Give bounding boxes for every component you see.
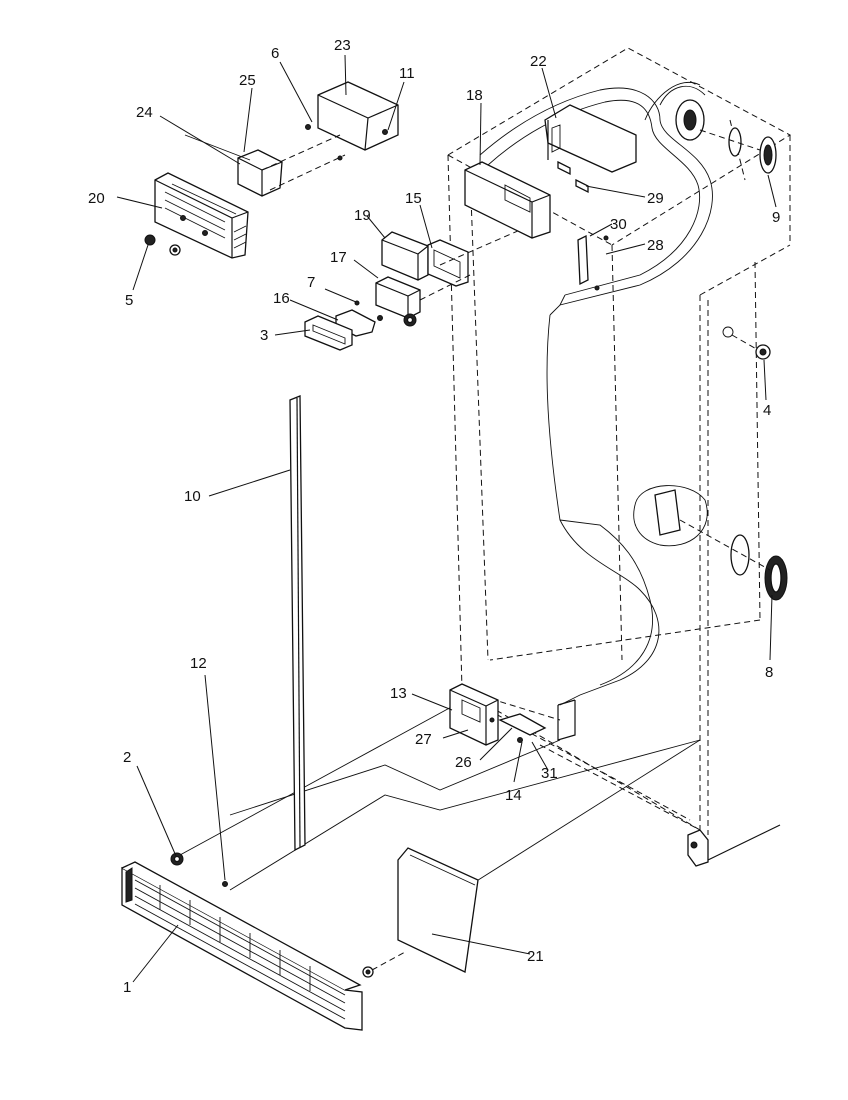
upper-right-brackets	[464, 104, 637, 291]
wire-harness	[479, 81, 713, 706]
label-part-17: 17	[330, 249, 347, 266]
label-part-13: 13	[390, 685, 407, 702]
label-part-21: 21	[527, 948, 544, 965]
part-5-knob	[144, 234, 181, 256]
lower-duct-lines	[179, 699, 701, 891]
center-dispenser-parts	[304, 229, 521, 351]
label-part-12: 12	[190, 655, 207, 672]
label-part-3: 3	[260, 327, 268, 344]
part-20-dispenser-cover	[154, 172, 249, 259]
label-part-16: 16	[273, 290, 290, 307]
label-part-1: 1	[123, 979, 131, 996]
label-part-29: 29	[647, 190, 664, 207]
label-part-5: 5	[125, 292, 133, 309]
part-labels: 1 2 3 4 5 6 7 8 9 10 11 12 13 14 15 16 1…	[88, 37, 780, 996]
label-part-26: 26	[455, 754, 472, 771]
leader-lines	[116, 54, 777, 983]
label-part-18: 18	[466, 87, 483, 104]
label-part-11: 11	[399, 65, 415, 82]
label-part-23: 23	[334, 37, 351, 54]
label-part-9: 9	[772, 209, 780, 226]
label-part-7: 7	[307, 274, 315, 291]
label-part-24: 24	[136, 104, 153, 121]
right-side-components	[633, 99, 788, 601]
label-part-31: 31	[541, 765, 558, 782]
upper-bracket-assembly	[184, 81, 399, 197]
left-fasteners	[170, 852, 406, 978]
label-part-2: 2	[123, 749, 131, 766]
label-part-28: 28	[647, 237, 664, 254]
part-21-kick-panel	[397, 847, 479, 973]
label-part-14: 14	[505, 787, 522, 804]
label-part-25: 25	[239, 72, 256, 89]
label-part-8: 8	[765, 664, 773, 681]
bottom-hinge	[687, 829, 709, 867]
label-part-4: 4	[763, 402, 771, 419]
label-part-30: 30	[610, 216, 627, 233]
label-part-22: 22	[530, 53, 547, 70]
part-10-vertical-strip	[289, 395, 306, 852]
label-part-6: 6	[271, 45, 279, 62]
label-part-19: 19	[354, 207, 371, 224]
lower-hinge-bracket	[449, 683, 547, 746]
label-part-27: 27	[415, 731, 432, 748]
label-part-20: 20	[88, 190, 105, 207]
label-part-15: 15	[405, 190, 422, 207]
label-part-10: 10	[184, 488, 201, 505]
part-1-toe-grille	[121, 861, 363, 1031]
